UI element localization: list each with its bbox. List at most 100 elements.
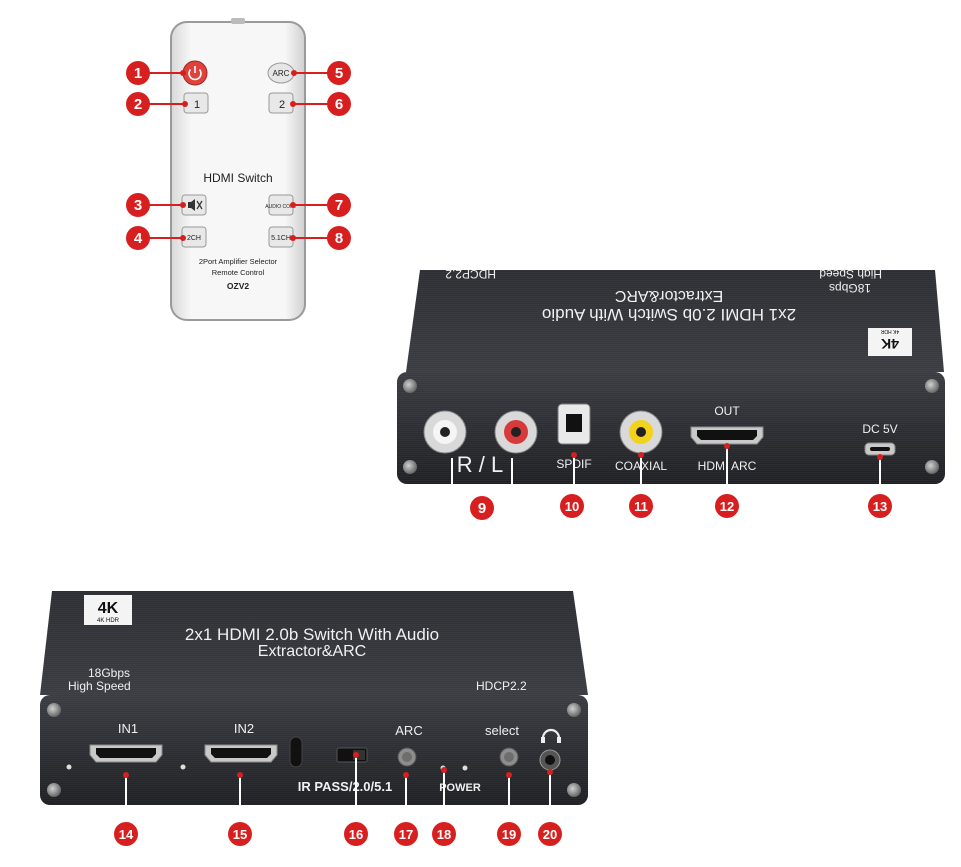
svg-text:7: 7 [335, 197, 343, 214]
rear-top-speed-2: High Speed [819, 267, 882, 281]
callout-2: 2 [126, 92, 188, 116]
power-led-2 [462, 765, 468, 771]
in2-label: IN2 [234, 721, 254, 736]
callout-14: 14 [114, 772, 138, 846]
svg-text:14: 14 [119, 827, 134, 842]
hdmi-in2-opening [211, 748, 271, 758]
svg-text:19: 19 [502, 827, 516, 842]
callout-4: 4 [126, 226, 186, 250]
remote-control: ARC 1 2 HDMI Switch AUDIO COPY 2CH 5.1CH… [170, 18, 306, 321]
front-speed-2: High Speed [68, 679, 131, 693]
callout-17: 17 [394, 772, 418, 846]
dc-label: DC 5V [862, 422, 897, 436]
svg-text:9: 9 [478, 500, 486, 517]
callout-20: 20 [538, 769, 562, 846]
callout-7: 7 [290, 193, 351, 217]
svg-text:3: 3 [134, 197, 142, 214]
svg-text:2: 2 [134, 96, 142, 113]
screw [403, 379, 417, 393]
callout-5: 5 [291, 61, 351, 85]
callout-10: 10 [560, 452, 584, 518]
rear-top-subtitle: Extractor&ARC [615, 287, 723, 304]
hdmi-in1-opening [96, 748, 156, 758]
select-button-cap [504, 752, 514, 762]
rear-view-device: 2x1 HDMI 2.0b Switch With Audio Extracto… [397, 267, 945, 499]
in2-led [180, 764, 186, 770]
callout-11: 11 [629, 452, 653, 518]
svg-text:20: 20 [543, 827, 557, 842]
hdmi-out-opening [697, 430, 757, 440]
remote-caption-line2: Remote Control [212, 268, 265, 277]
in1-label: IN1 [118, 721, 138, 736]
svg-text:17: 17 [399, 827, 413, 842]
rear-top-hdcp: HDCP2.2 [445, 267, 496, 281]
arc-label: ARC [395, 723, 422, 738]
svg-text:15: 15 [233, 827, 247, 842]
screw [567, 783, 581, 797]
callout-8: 8 [290, 226, 351, 250]
rear-4k-badge-text: 4K [881, 336, 899, 352]
remote-arc-label: ARC [273, 69, 290, 78]
callout-19: 19 [497, 772, 521, 846]
remote-caption-line1: 2Port Amplifier Selector [199, 257, 278, 266]
front-top-title: 2x1 HDMI 2.0b Switch With Audio [185, 625, 439, 644]
callout-9: 9 [470, 496, 494, 520]
svg-text:1: 1 [134, 65, 142, 82]
rear-device-face-texture [397, 372, 945, 484]
screw [403, 460, 417, 474]
out-label: OUT [714, 404, 740, 418]
power-icon [188, 66, 202, 81]
mute-icon [188, 199, 203, 211]
arc-button-cap [402, 752, 412, 762]
rear-device-top-texture [406, 270, 944, 372]
svg-text:5: 5 [335, 65, 343, 82]
callout-1: 1 [126, 61, 186, 85]
rear-top-print: 2x1 HDMI 2.0b Switch With Audio Extracto… [445, 267, 912, 356]
remote-title: HDMI Switch [203, 171, 272, 185]
callout-18: 18 [432, 767, 456, 846]
remote-5-1ch-label: 5.1CH [271, 235, 291, 242]
svg-text:6: 6 [335, 96, 343, 113]
dc-opening [870, 447, 890, 451]
in1-led [66, 764, 72, 770]
rca-right-pin [440, 427, 450, 437]
remote-input1-label: 1 [194, 99, 200, 111]
svg-text:11: 11 [634, 499, 648, 514]
callout-16: 16 [344, 752, 368, 846]
callouts: 1 2 3 4 5 6 7 8 9 10 11 12 13 14 15 16 1… [114, 61, 892, 846]
coaxial-pin [636, 427, 646, 437]
ir-window [231, 18, 245, 24]
rear-top-speed-1: 18Gbps [829, 281, 871, 295]
callout-3: 3 [126, 193, 186, 217]
front-hdcp: HDCP2.2 [476, 679, 527, 693]
front-4k-badge-text: 4K [98, 600, 119, 617]
svg-text:12: 12 [720, 499, 734, 514]
remote-2ch-label: 2CH [187, 235, 201, 242]
rl-label: R / L [457, 452, 503, 477]
callout-15: 15 [228, 772, 252, 846]
remote-input2-label: 2 [279, 99, 285, 111]
power-label: POWER [439, 782, 481, 794]
svg-text:18: 18 [437, 827, 451, 842]
callout-12: 12 [715, 443, 739, 518]
ir-pass-label: IR PASS/2.0/5.1 [298, 779, 392, 794]
spdif-opening [566, 414, 582, 432]
callout-6: 6 [290, 92, 351, 116]
rear-4k-badge-sub: 4K HDR [880, 328, 899, 334]
svg-text:16: 16 [349, 827, 363, 842]
rca-left-pin [511, 427, 521, 437]
screw [925, 379, 939, 393]
screw [47, 783, 61, 797]
front-speed-1: 18Gbps [88, 666, 130, 680]
front-4k-badge-sub: 4K HDR [97, 618, 120, 624]
svg-text:4: 4 [134, 230, 143, 247]
front-4k-badge [84, 595, 132, 625]
screw [925, 460, 939, 474]
front-device-face-texture [40, 695, 588, 805]
ir-receiver [289, 736, 303, 768]
headphone-jack-hole [545, 755, 555, 765]
headphone-icon [541, 728, 561, 743]
svg-text:10: 10 [565, 499, 579, 514]
rear-top-title: 2x1 HDMI 2.0b Switch With Audio [542, 305, 796, 324]
